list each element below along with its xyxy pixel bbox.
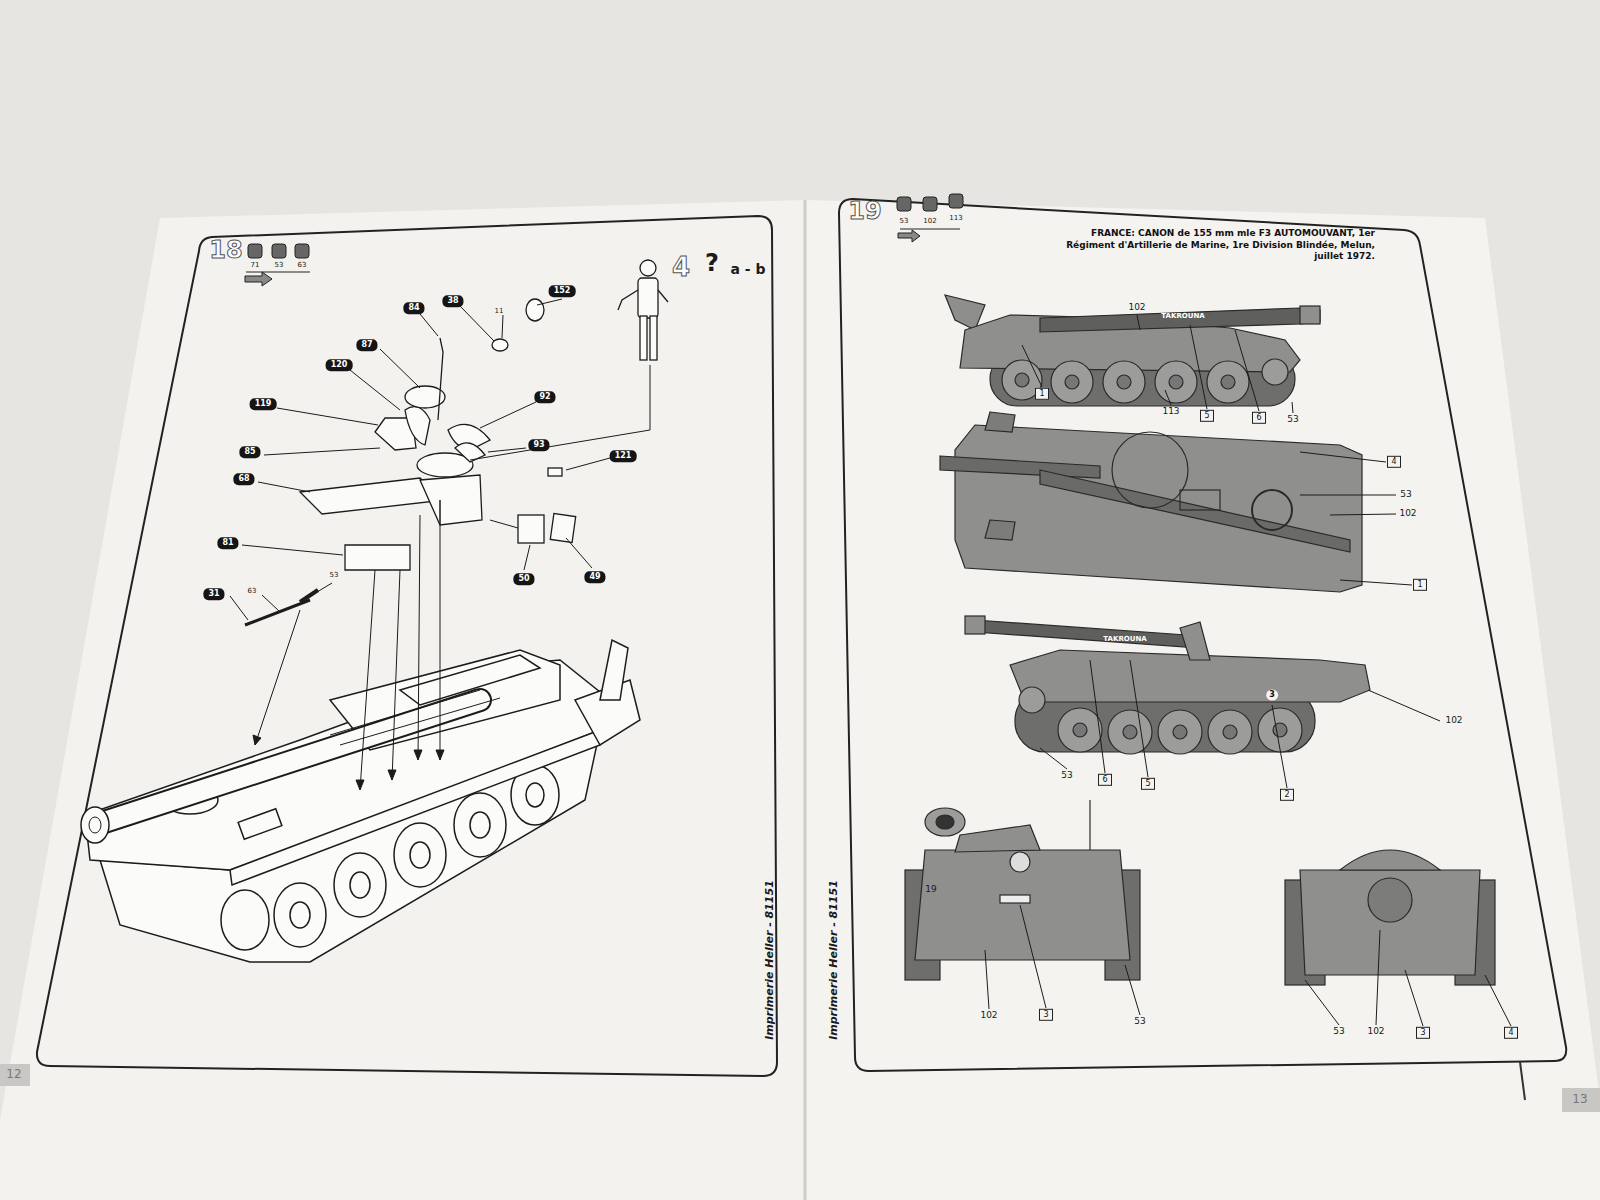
decal-number: 3 xyxy=(1043,1010,1048,1019)
decal-number: 1 xyxy=(1039,389,1044,398)
decal-number-box: 5 xyxy=(1141,778,1155,790)
page-number: 12 xyxy=(6,1068,21,1081)
part-number-tag: 85 xyxy=(239,446,260,458)
part-number-tag: 31 xyxy=(203,588,224,600)
part-number: 49 xyxy=(589,572,600,581)
decal-number-box: 6 xyxy=(1098,774,1112,786)
callout-number: 53 xyxy=(1287,415,1298,425)
decal-number-box: 3 xyxy=(1416,1027,1430,1039)
step-number: 4 xyxy=(672,253,690,282)
part-number: 85 xyxy=(244,447,255,456)
decal-number: 4 xyxy=(1508,1028,1513,1037)
part-number-tag: 119 xyxy=(250,398,277,410)
callout-number: 53 xyxy=(900,218,909,226)
callout-number: 102 xyxy=(1367,1027,1384,1037)
callout-number: 63 xyxy=(298,262,307,270)
part-number-tag: 121 xyxy=(610,450,637,462)
callout-number: 63 xyxy=(248,588,257,596)
callout-number: 11 xyxy=(495,308,504,316)
decal-number: 4 xyxy=(1391,457,1396,466)
callout-number: 102 xyxy=(923,218,936,226)
vehicle-name: TAKROUNA xyxy=(1103,636,1146,644)
vehicle-name: TAKROUNA xyxy=(1161,313,1204,321)
decal-number: 6 xyxy=(1256,413,1261,422)
part-number-tag: 120 xyxy=(326,359,353,371)
printer-credit: Imprimerie Heller - 81151 xyxy=(828,880,840,1040)
part-number-tag: 38 xyxy=(442,295,463,307)
callout-number: 53 xyxy=(275,262,284,270)
part-number: 81 xyxy=(222,538,233,547)
callout-number: ? xyxy=(705,250,719,276)
part-number-tag: 81 xyxy=(217,537,238,549)
left-page xyxy=(0,200,805,1200)
callout-number: 102 xyxy=(980,1011,997,1021)
decal-number-box: 3 xyxy=(1039,1009,1053,1021)
callout-number: 3 xyxy=(1266,690,1278,701)
decal-number: 5 xyxy=(1145,779,1150,788)
part-number: 31 xyxy=(208,589,219,598)
part-number-tag: 84 xyxy=(403,302,424,314)
vehicle-title: FRANCE: CANON de 155 mm mle F3 AUTOMOUVA… xyxy=(1055,228,1375,263)
decal-number-box: 6 xyxy=(1252,412,1266,424)
decal-number: 6 xyxy=(1102,775,1107,784)
decal-number-box: 1 xyxy=(1413,579,1427,591)
decal-number-box: 1 xyxy=(1035,388,1049,400)
decal-number-box: 4 xyxy=(1387,456,1401,468)
page-number: 13 xyxy=(1572,1093,1587,1106)
printer-credit: Imprimerie Heller - 81151 xyxy=(764,880,776,1040)
part-number: 120 xyxy=(331,360,348,369)
decal-number: 1 xyxy=(1417,580,1422,589)
part-number: 38 xyxy=(447,296,458,305)
part-number-tag: 87 xyxy=(356,339,377,351)
part-number: 87 xyxy=(361,340,372,349)
part-number: 84 xyxy=(408,303,419,312)
decal-number-box: 2 xyxy=(1280,789,1294,801)
part-number: 92 xyxy=(539,392,550,401)
right-page xyxy=(805,200,1600,1200)
callout-number: 53 xyxy=(1400,490,1411,500)
decal-number-box: 5 xyxy=(1200,410,1214,422)
part-number-tag: 92 xyxy=(534,391,555,403)
decal-number: 3 xyxy=(1420,1028,1425,1037)
callout-number: 102 xyxy=(1445,716,1462,726)
callout-number: 53 xyxy=(1061,771,1072,781)
step-number: 19 xyxy=(848,198,881,224)
callout-number: 113 xyxy=(1162,407,1179,417)
part-number-tag: 152 xyxy=(549,285,576,297)
callout-number: 102 xyxy=(1399,509,1416,519)
part-number: 50 xyxy=(518,574,529,583)
callout-number: 113 xyxy=(949,215,962,223)
part-number: 68 xyxy=(238,474,249,483)
callout-number: 19 xyxy=(925,885,936,895)
callout-number: 53 xyxy=(330,572,339,580)
part-number: 93 xyxy=(533,440,544,449)
callout-number: 71 xyxy=(251,262,260,270)
callout-number: 102 xyxy=(1128,303,1145,313)
callout-number: a - b xyxy=(730,262,765,277)
part-number-tag: 68 xyxy=(233,473,254,485)
part-number: 152 xyxy=(554,286,571,295)
part-number-tag: 49 xyxy=(584,571,605,583)
callout-number: 53 xyxy=(1134,1017,1145,1027)
decal-number-box: 4 xyxy=(1504,1027,1518,1039)
decal-number: 2 xyxy=(1284,790,1289,799)
decal-number: 5 xyxy=(1204,411,1209,420)
part-number: 119 xyxy=(255,399,272,408)
callout-number: 53 xyxy=(1333,1027,1344,1037)
part-number-tag: 93 xyxy=(528,439,549,451)
part-number: 121 xyxy=(615,451,632,460)
part-number-tag: 50 xyxy=(513,573,534,585)
step-number: 18 xyxy=(209,237,242,263)
